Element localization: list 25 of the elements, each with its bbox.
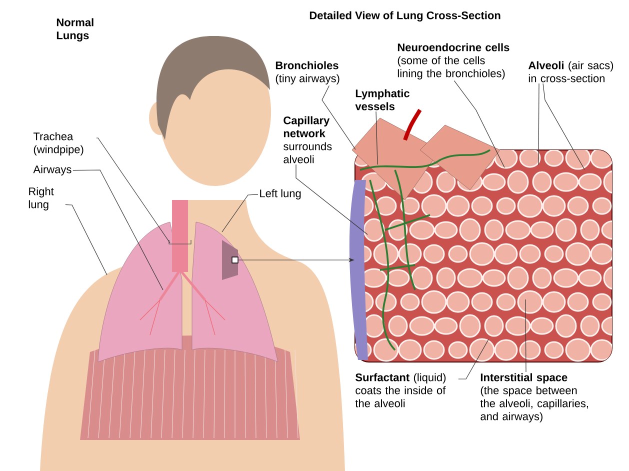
leader-label: Bronchioles (tiny airways) xyxy=(276,61,340,84)
leader-line xyxy=(538,83,540,165)
leader-line xyxy=(454,80,505,168)
leader-line xyxy=(322,85,356,150)
leader-label: Trachea (windpipe) xyxy=(33,132,84,156)
leader-label: Capillary network surrounds alveoli xyxy=(284,116,332,164)
heading: Normal Lungs xyxy=(56,18,94,42)
leader-label: Right lung xyxy=(28,187,54,210)
leader-line xyxy=(222,194,258,232)
leader-line xyxy=(542,83,585,170)
leader-label: Interstitial space (the space between the alveoli, capillaries, and airways) xyxy=(480,373,588,422)
leader-label: Left lung xyxy=(260,189,301,200)
leader-line xyxy=(525,299,526,372)
leader-line xyxy=(72,170,164,290)
leader-label: Neuroendocrine cells (some of the cells lining the bronchioles) xyxy=(398,43,510,80)
leader-line xyxy=(65,204,108,276)
leader-label: Surfactant (liquid) coats the inside of the alveoli xyxy=(355,373,446,408)
magnifier-square xyxy=(232,256,238,264)
leader-label: Alveoli (air sacs) in cross-section xyxy=(528,61,614,82)
leader-line xyxy=(458,339,489,380)
leader-label: Airways xyxy=(33,165,72,176)
leader-label: Lymphatic vessels xyxy=(355,89,410,110)
heading: Detailed View of Lung Cross-Section xyxy=(310,11,500,22)
leader-line xyxy=(96,138,170,244)
leader-line xyxy=(296,164,368,235)
